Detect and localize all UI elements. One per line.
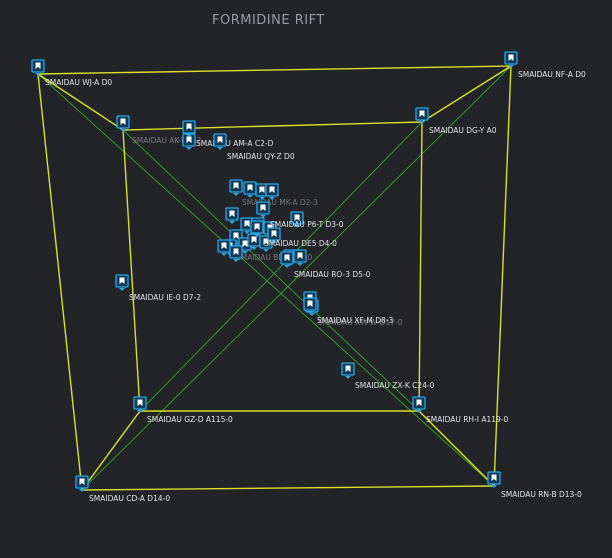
gate-connection bbox=[418, 121, 423, 412]
beacon-icon[interactable] bbox=[182, 120, 196, 137]
system-label: SMAIDAU DE5 D4-0 bbox=[264, 239, 337, 248]
gate-connection bbox=[122, 121, 423, 131]
system-label: SMAIDAU AM-A C2-D bbox=[196, 139, 274, 148]
gate-connection bbox=[418, 410, 495, 487]
gate-connection bbox=[37, 65, 512, 75]
system-marker[interactable]: SMAIDAU AM-A C2-D bbox=[182, 120, 274, 148]
gate-connections bbox=[37, 65, 512, 491]
beacon-icon[interactable] bbox=[487, 471, 501, 488]
system-marker[interactable]: SMAIDAU P6-T D3-0 bbox=[256, 201, 344, 229]
dim-system-label: SMAIDAU MK-A D2-3 bbox=[242, 198, 318, 207]
beacon-icon[interactable] bbox=[217, 239, 231, 256]
diagonal-line bbox=[139, 121, 423, 412]
beacon-icon[interactable] bbox=[115, 274, 129, 291]
gate-connection bbox=[421, 65, 512, 123]
beacon-icon[interactable] bbox=[31, 59, 45, 76]
system-label: SMAIDAU IE-0 D7-2 bbox=[129, 293, 201, 302]
system-label: SMAIDAU WJ-A D0 bbox=[45, 78, 112, 87]
gate-connection bbox=[37, 73, 124, 131]
system-marker[interactable]: SMAIDAU NF-A D0 bbox=[504, 51, 586, 79]
system-label: SMAIDAU RN-B D13-0 bbox=[501, 490, 582, 499]
system-marker[interactable]: SMAIDAU WJ-A D0 bbox=[31, 59, 112, 87]
system-marker[interactable]: SMAIDAU RO-3 D5-0 bbox=[280, 251, 371, 279]
beacon-icon[interactable] bbox=[225, 207, 239, 224]
system-marker[interactable]: SMAIDAU RN-B D13-0 bbox=[487, 471, 582, 499]
system-label: SMAIDAU RO-3 D5-0 bbox=[294, 270, 371, 279]
system-marker[interactable]: SMAIDAU ZX-K C24-0 bbox=[341, 362, 435, 390]
system-marker[interactable]: SMAIDAU RH-I A119-0 bbox=[412, 396, 509, 424]
beacon-icon[interactable] bbox=[243, 181, 257, 198]
gate-connection bbox=[81, 410, 141, 491]
dim-system-label: SMAIDAU XW-W D17-0 bbox=[318, 318, 403, 327]
beacon-icon[interactable] bbox=[229, 179, 243, 196]
beacon-icon[interactable] bbox=[341, 362, 355, 379]
system-markers: SMAIDAU WJ-A D0 SMAIDAU NF-A D0 SMAIDAU DG… bbox=[31, 51, 586, 503]
beacon-icon[interactable] bbox=[116, 115, 130, 132]
dim-system-label: SMAIDAU AK-W D2 bbox=[132, 136, 201, 145]
gate-connection bbox=[493, 65, 512, 487]
beacon-icon[interactable] bbox=[293, 249, 307, 266]
gate-connection bbox=[122, 129, 141, 412]
beacon-icon[interactable] bbox=[412, 396, 426, 413]
diagonal-line bbox=[122, 129, 420, 412]
system-label: SMAIDAU XF-M D8-3 bbox=[317, 316, 393, 325]
beacon-icon[interactable] bbox=[415, 107, 429, 124]
beacon-icon[interactable] bbox=[247, 233, 261, 250]
system-marker[interactable]: SMAIDAU DE5 D4-0 bbox=[250, 220, 337, 248]
beacon-icon[interactable] bbox=[133, 396, 147, 413]
system-label: SMAIDAU RH-I A119-0 bbox=[426, 415, 509, 424]
system-label: SMAIDAU DG-Y A0 bbox=[429, 126, 497, 135]
diagonal-line bbox=[81, 65, 512, 491]
system-marker[interactable]: SMAIDAU GZ-D A115-0 bbox=[133, 396, 233, 424]
diagonal-lines bbox=[37, 65, 512, 491]
system-marker[interactable]: SMAIDAU CD-A D14-0 bbox=[75, 475, 170, 503]
beacon-icon[interactable] bbox=[267, 227, 281, 244]
region-title: FORMIDINE RIFT bbox=[212, 13, 325, 28]
beacon-icon[interactable] bbox=[303, 297, 317, 314]
dim-system-label: SMAIDAU BD-A D5-0 bbox=[236, 253, 312, 262]
beacon-icon[interactable] bbox=[265, 183, 279, 200]
system-label: SMAIDAU CD-A D14-0 bbox=[89, 494, 170, 503]
gate-connection bbox=[37, 73, 83, 491]
system-label: SMAIDAU ZX-K C24-0 bbox=[355, 381, 435, 390]
system-label: SMAIDAU P6-T D3-0 bbox=[270, 220, 344, 229]
system-label: SMAIDAU QY-Z D0 bbox=[227, 152, 295, 161]
system-marker[interactable]: SMAIDAU XF-M D8-3 bbox=[303, 297, 393, 325]
gate-connection bbox=[81, 485, 495, 491]
beacon-icon[interactable] bbox=[256, 201, 270, 218]
system-label: SMAIDAU GZ-D A115-0 bbox=[147, 415, 233, 424]
beacon-icon[interactable] bbox=[213, 133, 227, 150]
system-label: SMAIDAU NF-A D0 bbox=[518, 70, 586, 79]
system-marker[interactable]: SMAIDAU DG-Y A0 bbox=[415, 107, 497, 135]
beacon-icon[interactable] bbox=[280, 251, 294, 268]
beacon-icon[interactable] bbox=[229, 245, 243, 262]
system-marker[interactable]: SMAIDAU IE-0 D7-2 bbox=[115, 274, 201, 302]
system-marker[interactable] bbox=[116, 115, 130, 132]
beacon-icon[interactable] bbox=[504, 51, 518, 68]
system-marker[interactable]: SMAIDAU QY-Z D0 bbox=[213, 133, 295, 161]
beacon-icon[interactable] bbox=[290, 211, 304, 228]
diagonal-line bbox=[37, 73, 495, 487]
beacon-icon[interactable] bbox=[75, 475, 89, 492]
beacon-icon[interactable] bbox=[250, 220, 264, 237]
